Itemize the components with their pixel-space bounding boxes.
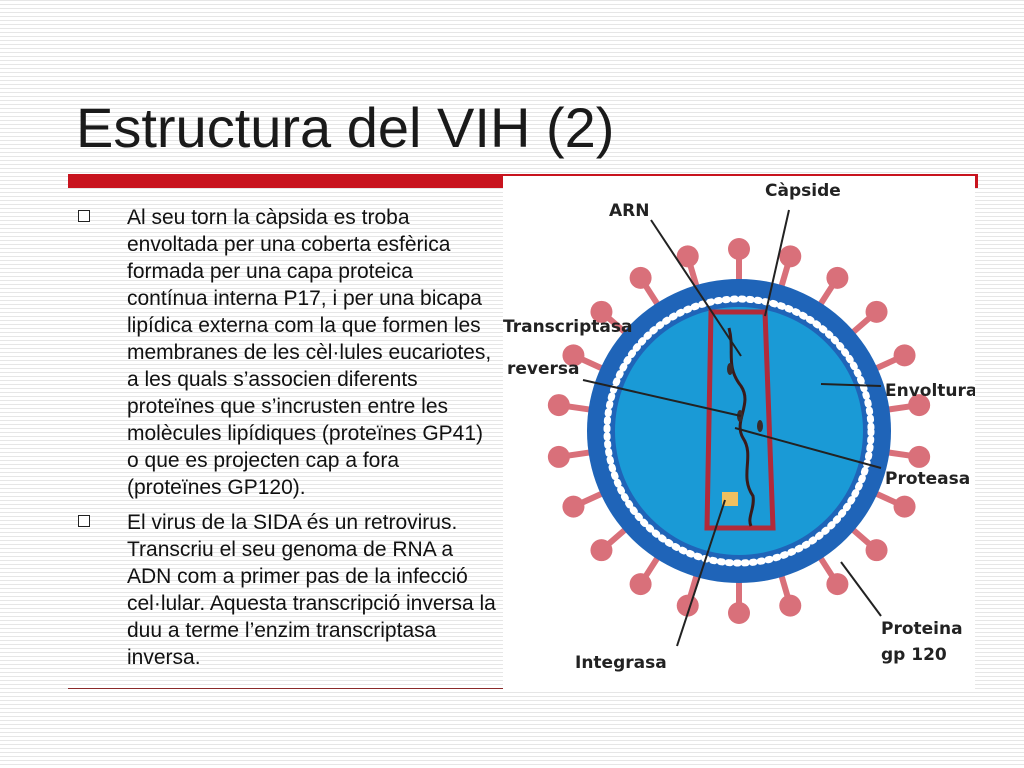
gp120-spike-head [826, 266, 849, 289]
slide-title: Estructura del VIH (2) [76, 96, 615, 159]
label-integrasa: Integrasa [575, 653, 667, 673]
gp120-spike-head [676, 594, 699, 617]
gp120-spike-head [547, 394, 570, 417]
gp120-spike-head [826, 573, 849, 596]
hiv-diagram: Càpside ARN Transcriptasa reversa Envolt… [503, 176, 975, 690]
label-reversa: reversa [507, 359, 580, 379]
envoltura-leader [820, 383, 882, 387]
label-envoltura: Envoltura [885, 381, 975, 401]
capside-leader [764, 209, 790, 317]
square-bullet-icon [78, 515, 90, 527]
integrase-leader [676, 499, 726, 647]
label-proteina: Proteina [881, 619, 963, 639]
gp120-leader [840, 561, 882, 617]
hiv-structure-svg: Càpside ARN Transcriptasa reversa Envolt… [503, 181, 975, 673]
gp120-spike-head [629, 573, 652, 596]
bullet-item-envelope: Al seu torn la càpsida es troba envoltad… [76, 204, 496, 501]
protease-dot-2 [757, 420, 763, 432]
label-capside: Càpside [765, 181, 841, 201]
label-proteasa: Proteasa [885, 469, 970, 489]
capsid-outline [704, 309, 776, 531]
protease-leader [734, 427, 882, 469]
gp120-spike-head [728, 238, 750, 260]
gp120-spike-head [893, 344, 916, 367]
bullet-item-retrovirus: El virus de la SIDA és un retrovirus. Tr… [76, 509, 496, 671]
bullet-list: Al seu torn la càpsida es troba envoltad… [76, 204, 496, 679]
gp120-spike-head [908, 394, 931, 417]
gp120-spike-head [779, 245, 802, 268]
arn-leader [650, 219, 742, 357]
gp120-spike-head [908, 445, 931, 468]
gp120-spike-head [562, 344, 585, 367]
gp120-spike-head [676, 245, 699, 268]
gp120-spike-head [779, 594, 802, 617]
gp120-spike-head [590, 539, 613, 562]
gp120-spike-head [865, 300, 888, 323]
gp120-spike-head [629, 266, 652, 289]
footer-rule [68, 688, 508, 689]
reverse-transcriptase-dot [727, 363, 733, 375]
bullet-text: Al seu torn la càpsida es troba envoltad… [127, 206, 492, 499]
gp120-spikes [547, 238, 931, 624]
label-gp120: gp 120 [881, 645, 947, 665]
gp120-spike-head [865, 539, 888, 562]
label-transcriptasa: Transcriptasa [503, 317, 632, 337]
gp120-spike-head [547, 445, 570, 468]
square-bullet-icon [78, 210, 90, 222]
gp120-spike-head [728, 602, 750, 624]
bullet-text: El virus de la SIDA és un retrovirus. Tr… [127, 511, 496, 669]
transcriptase-leader [582, 379, 742, 417]
integrase-marker [722, 492, 738, 506]
matrix-protein-layer [603, 295, 875, 567]
gp120-spike-head [893, 495, 916, 518]
gp120-spike-head [562, 495, 585, 518]
label-arn: ARN [609, 201, 649, 221]
gp120-spike-head [590, 300, 613, 323]
